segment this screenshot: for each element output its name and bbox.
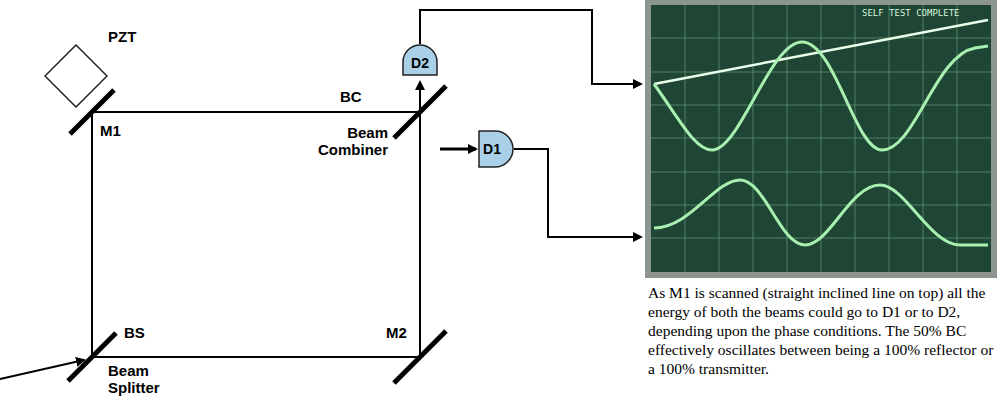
mirror <box>68 86 446 383</box>
pzt-actuator: PZT <box>44 44 108 108</box>
splitter-name: Beam Splitter <box>108 362 182 396</box>
mirror-label: M1 <box>100 122 121 139</box>
mirror-label: M2 <box>386 324 407 341</box>
caption: As M1 is scanned (straight inclined line… <box>648 283 996 378</box>
splitter-label: BS <box>124 324 145 341</box>
node-outline <box>44 44 108 108</box>
beam-path <box>0 82 476 379</box>
node-label: PZT <box>108 28 136 45</box>
signal-wire <box>420 10 641 237</box>
detector: D2 <box>402 44 438 76</box>
detector: D1 <box>478 130 514 168</box>
combiner-label: BC <box>340 88 362 105</box>
scope-status-text: SELF TEST COMPLETE <box>862 8 960 18</box>
node-label: D1 <box>483 141 501 157</box>
combiner-name: Beam Combiner <box>308 124 388 158</box>
oscilloscope-photo <box>645 0 997 278</box>
node-label: D2 <box>411 55 429 71</box>
